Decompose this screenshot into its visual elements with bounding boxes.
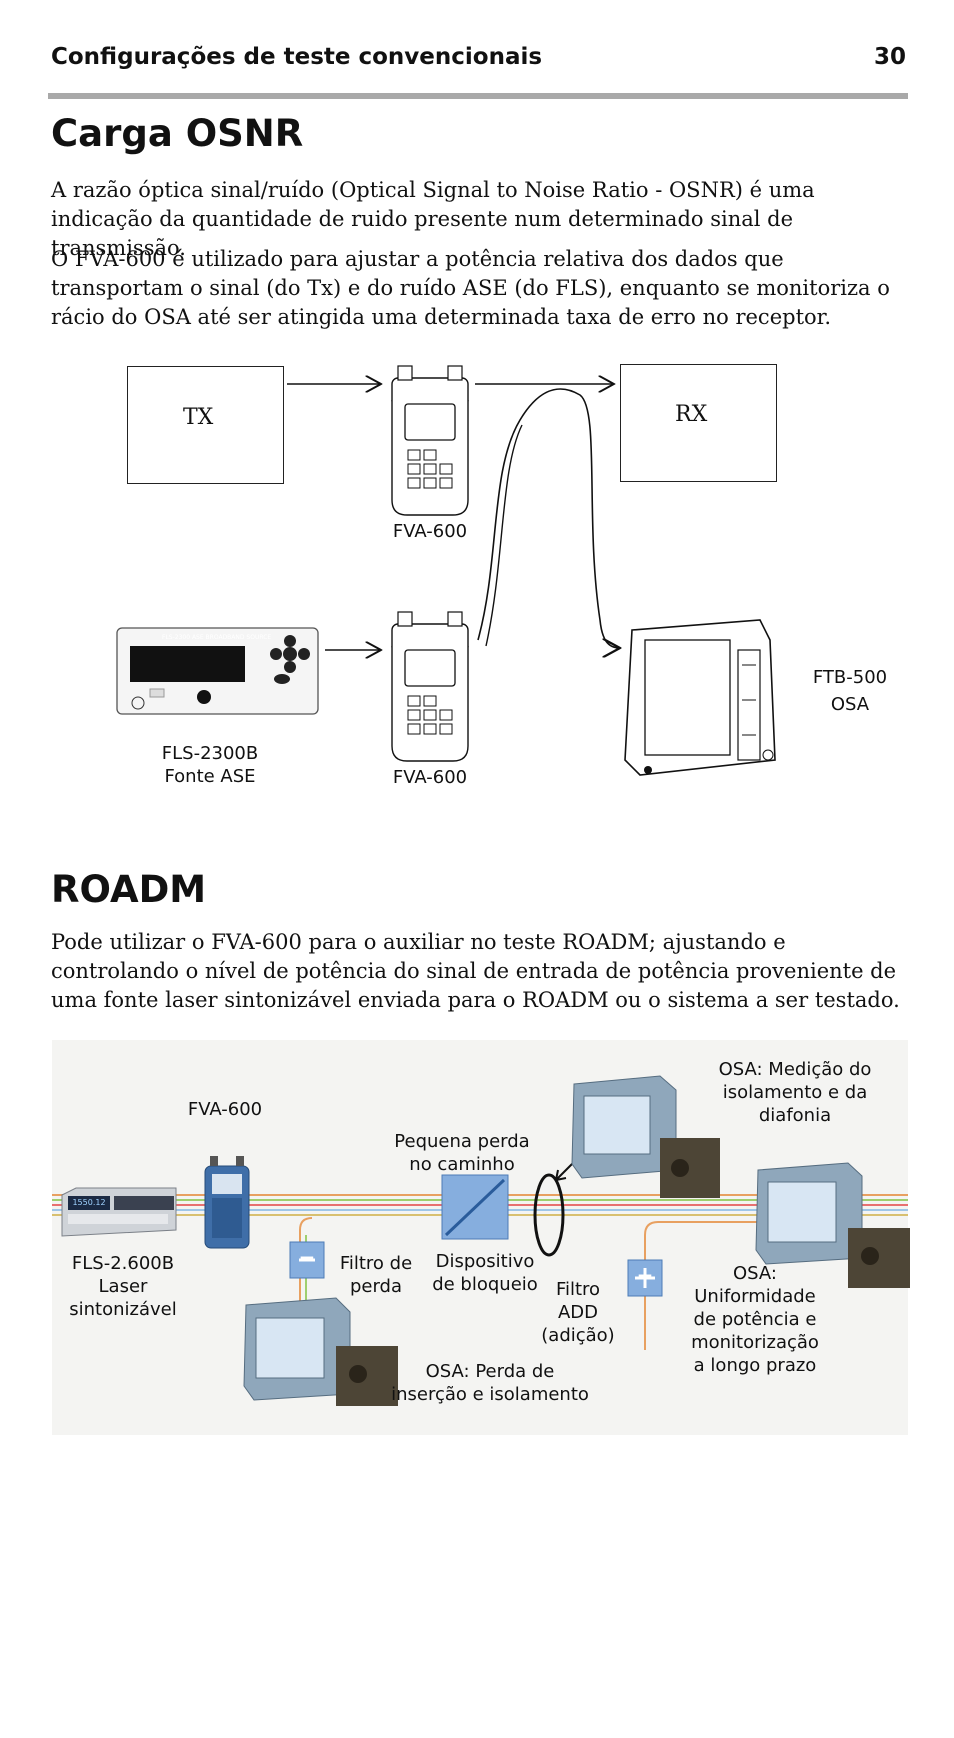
loss-filter-minus-sign: − — [298, 1245, 316, 1269]
fls-2600b-screen-readout: 1550.12 — [72, 1198, 106, 1207]
fls-2300b-device — [116, 627, 319, 715]
ftb-label: FTB-500 OSA — [800, 666, 900, 716]
patch-cord-osa — [477, 388, 620, 648]
add-filter — [627, 1259, 663, 1297]
osa-top-line1: OSA: Medição do — [718, 1059, 872, 1080]
osa-bottom-device — [243, 1297, 398, 1406]
add-line — [644, 1221, 780, 1350]
ftb-500-osa-device — [624, 619, 776, 776]
osa-right-line1: OSA: — [733, 1263, 777, 1284]
small-loss-label: Pequena perda no caminho — [382, 1130, 542, 1176]
fva-600-top-label: FVA-600 — [392, 521, 468, 542]
loss-filter-line1: Filtro de — [339, 1253, 413, 1274]
page-number: 30 — [873, 44, 906, 70]
fls-2600b-line1: FLS-2.600B — [71, 1253, 175, 1274]
rx-label: RX — [675, 402, 708, 427]
osa-top-line2: isolamento e da — [722, 1082, 868, 1103]
fls-2600b-label: FLS-2.600B Laser sintonizável — [58, 1252, 188, 1321]
osa-right-label: OSA: Uniformidade de potência e monitori… — [680, 1262, 830, 1377]
osa-bottom-line1: OSA: Perda de — [425, 1361, 555, 1382]
blocking-line1: Dispositivo — [435, 1251, 535, 1272]
loss-filter-line2: perda — [349, 1276, 403, 1297]
fls-label-line2: Fonte ASE — [164, 766, 256, 787]
blocking-device-label: Dispositivo de bloqueio — [420, 1250, 550, 1296]
roadm-paragraph: Pode utilizar o FVA-600 para o auxiliar … — [51, 930, 900, 1012]
ftb-label-line1: FTB-500 — [812, 667, 888, 688]
header-rule — [48, 93, 908, 99]
fva-600-top-device — [391, 365, 469, 516]
add-filter-line3: (adição) — [541, 1325, 615, 1346]
fva-600-device — [204, 1156, 250, 1249]
tx-box — [127, 366, 284, 484]
blocking-line2: de bloqueio — [432, 1274, 538, 1295]
osnr-paragraph-2: O FVA-600 é utilizado para ajustar a pot… — [51, 247, 890, 329]
osa-bottom-line2: inserção e isolamento — [391, 1384, 589, 1405]
fls-2600b-line3: sintonizável — [69, 1299, 177, 1320]
rx-box — [620, 364, 777, 482]
osa-right-line3: de potência e — [693, 1309, 817, 1330]
fls-label-line1: FLS-2300B — [161, 743, 259, 764]
coupler-loop — [533, 1173, 565, 1257]
osnr-paragraph-1: A razão óptica sinal/ruído (Optical Sign… — [51, 178, 815, 260]
roadm-fva-label: FVA-600 — [187, 1099, 263, 1120]
ftb-label-line2: OSA — [830, 694, 870, 715]
osa-bottom-label: OSA: Perda de inserção e isolamento — [380, 1360, 600, 1406]
tx-label: TX — [183, 405, 214, 430]
add-filter-label: Filtro ADD (adição) — [533, 1278, 623, 1347]
osa-top-line3: diafonia — [758, 1105, 832, 1126]
osa-right-line4: monitorização — [691, 1332, 819, 1353]
osa-right-device — [755, 1162, 910, 1288]
add-filter-line2: ADD — [557, 1302, 599, 1323]
loss-filter — [289, 1241, 325, 1279]
osa-right-line5: a longo prazo — [693, 1355, 817, 1376]
fls-panel-text: FLS-2300 ASE BROADBAND SOURCE — [162, 634, 272, 641]
fls-label: FLS-2300B Fonte ASE — [140, 742, 280, 788]
blocking-device — [441, 1174, 509, 1240]
add-filter-line1: Filtro — [555, 1279, 601, 1300]
section-heading-roadm: ROADM — [51, 868, 207, 911]
small-loss-line1: Pequena perda — [394, 1131, 530, 1152]
section-heading-osnr: Carga OSNR — [51, 112, 304, 155]
fva-600-bottom-device — [391, 611, 469, 762]
osa-right-line2: Uniformidade — [694, 1286, 816, 1307]
fls-2600b-line2: Laser — [98, 1276, 148, 1297]
loss-filter-label: Filtro de perda — [326, 1252, 426, 1298]
osa-top-label: OSA: Medição do isolamento e da diafonia — [700, 1058, 890, 1127]
fva-600-bottom-label: FVA-600 — [392, 767, 468, 788]
osa-top-device — [571, 1075, 720, 1198]
drop-line-orange — [299, 1217, 313, 1320]
add-filter-plus-sign: + — [636, 1263, 654, 1287]
fls-2600b-device — [61, 1187, 177, 1237]
patch-cord-2 — [485, 424, 523, 647]
small-loss-line2: no caminho — [409, 1154, 515, 1175]
running-header: Configurações de teste convencionais — [51, 44, 543, 70]
